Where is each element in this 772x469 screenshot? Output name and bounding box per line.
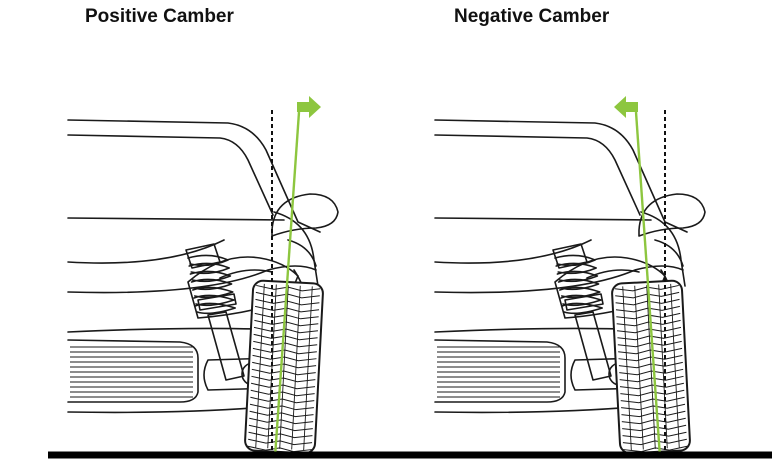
- car-front: [67, 96, 339, 458]
- spring-coil: [557, 278, 600, 291]
- hood-line: [434, 239, 592, 264]
- spring-coil: [556, 270, 599, 283]
- spring-coil: [560, 294, 602, 307]
- spring-coil: [554, 254, 596, 267]
- direction-arrow: [297, 96, 321, 118]
- cowl-line: [67, 217, 285, 221]
- spring-coil: [187, 254, 229, 267]
- tread-groove: [646, 285, 656, 449]
- bumper-bottom: [434, 405, 646, 414]
- strut-body: [207, 311, 245, 381]
- headlight-inner: [219, 269, 273, 279]
- tread-groove: [291, 285, 301, 450]
- spring-coil: [192, 286, 234, 299]
- car-front: [434, 96, 706, 458]
- grille-outline: [67, 339, 199, 403]
- tread-groove: [279, 285, 289, 449]
- spring-coil: [188, 262, 230, 275]
- tread-groove: [622, 286, 632, 451]
- tread-groove: [670, 283, 680, 448]
- windshield-inner: [434, 134, 641, 216]
- headlight-inner: [586, 269, 640, 279]
- cowl-line: [434, 217, 652, 221]
- strut-top-mount: [552, 243, 588, 269]
- spring-coil: [189, 270, 232, 283]
- strut-seat: [564, 293, 604, 311]
- suspension-strut: [552, 243, 612, 381]
- direction-arrow: [614, 96, 638, 118]
- windshield-inner: [67, 134, 274, 216]
- title-negative-camber: Negative Camber: [454, 6, 610, 27]
- suspension-strut: [185, 243, 245, 381]
- strut-body: [574, 311, 612, 381]
- tire: [244, 279, 324, 455]
- spring-coil: [559, 286, 601, 299]
- camber-line: [273, 111, 301, 458]
- tread-groove: [255, 283, 265, 448]
- fender-edge: [287, 239, 317, 267]
- fender-edge: [654, 239, 684, 267]
- spring-coil: [193, 294, 235, 307]
- windshield-frame: [67, 119, 321, 233]
- grille-outline: [434, 339, 566, 403]
- grille: [434, 339, 566, 403]
- tread-groove: [267, 284, 277, 449]
- spring-coil: [190, 278, 233, 291]
- grille: [67, 339, 199, 403]
- hood-edge: [67, 265, 317, 294]
- tire: [611, 279, 691, 455]
- strut-seat: [197, 293, 237, 311]
- spring-coil: [561, 302, 603, 315]
- strut-top-mount: [185, 243, 221, 269]
- panel-negative-camber: [434, 96, 706, 458]
- tread-groove: [634, 285, 644, 450]
- tread-groove: [303, 286, 313, 451]
- spring-coil: [555, 262, 597, 275]
- panel-positive-camber: [67, 96, 339, 458]
- hood-line: [67, 239, 225, 264]
- title-positive-camber: Positive Camber: [85, 6, 234, 27]
- windshield-frame: [434, 119, 688, 233]
- spring-coil: [194, 302, 236, 315]
- camber-line: [634, 111, 662, 458]
